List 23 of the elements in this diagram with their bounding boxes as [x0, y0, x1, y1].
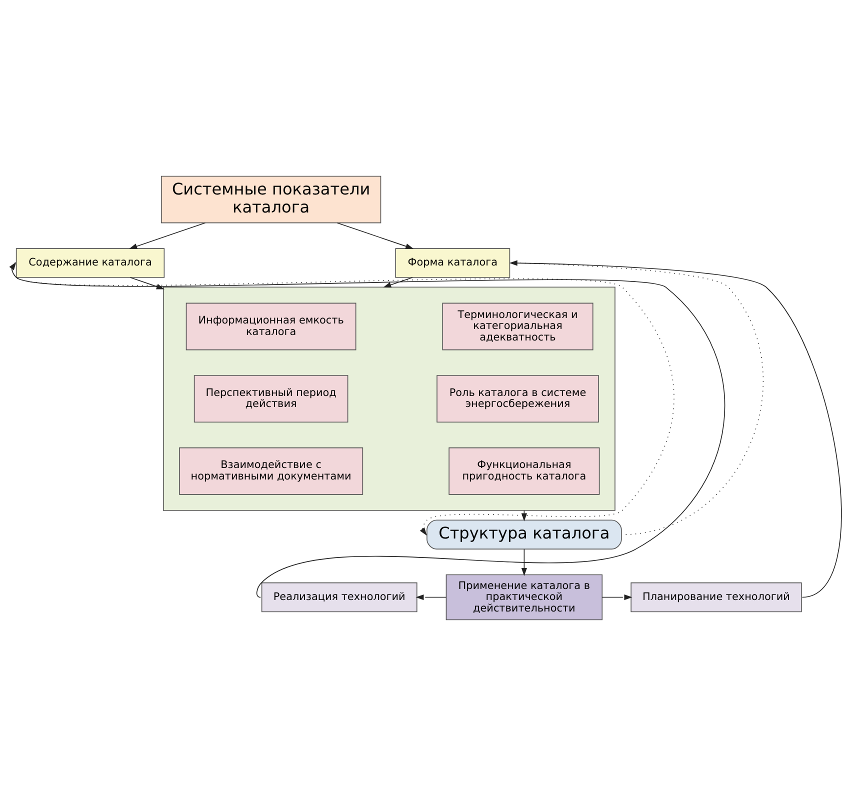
- cluster: [162, 286, 616, 511]
- node-box: Планирование технологий: [630, 582, 802, 612]
- node-box: Применение каталога в практической действительности: [446, 574, 603, 620]
- node-box: Форма каталога: [395, 248, 510, 278]
- arrow: [416, 594, 447, 600]
- arrow: [130, 277, 165, 290]
- node-box: Структура каталога: [426, 520, 622, 550]
- arrow: [383, 277, 413, 288]
- node-box: Терминологическая и категориальная адекватность: [442, 302, 594, 350]
- node-box: Содержание каталога: [16, 248, 165, 278]
- arrow: [602, 594, 632, 600]
- node-box: Информационная емкость каталога: [186, 302, 356, 350]
- node-box: Реализация технологий: [261, 582, 418, 612]
- node-box: Перспективный период действия: [194, 375, 348, 422]
- node-box: Роль каталога в системе энергосбережения: [436, 375, 599, 422]
- node-box: Взаимодействие с нормативными документами: [179, 447, 364, 495]
- arrow: [129, 222, 206, 249]
- arrow: [509, 260, 842, 598]
- arrow: [336, 222, 414, 249]
- arrow: [9, 262, 726, 598]
- node-box: Функциональная пригодность каталога: [448, 447, 600, 495]
- arrow: [521, 548, 527, 576]
- node-box: Системные показатели каталога: [160, 176, 382, 224]
